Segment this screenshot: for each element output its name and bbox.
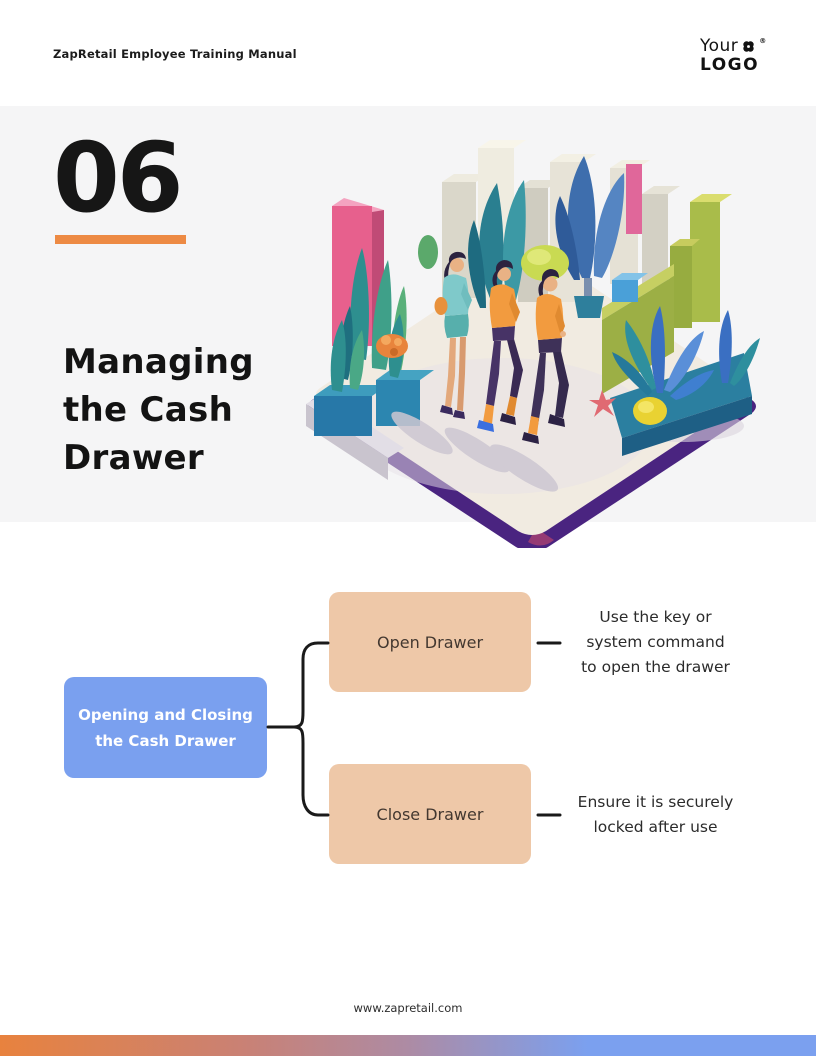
page-title-line: Drawer xyxy=(63,438,204,478)
bush-highlight xyxy=(527,249,551,265)
page-title-line: the Cash xyxy=(63,390,234,430)
close-drawer-description: Ensure it is securely locked after use xyxy=(553,790,758,840)
person-orange-middle xyxy=(477,260,523,432)
footer-gradient-bar xyxy=(0,1035,816,1056)
description-line: Use the key or xyxy=(599,608,712,626)
blue-pot xyxy=(612,273,648,302)
flow-root-label-line: the Cash Drawer xyxy=(95,731,236,750)
document-title: ZapRetail Employee Training Manual xyxy=(53,47,297,61)
left-planters xyxy=(306,314,434,480)
flow-root-label-line: Opening and Closing xyxy=(78,705,253,724)
person-teal xyxy=(434,251,472,419)
page-title-line: Managing xyxy=(63,342,254,382)
brand-logo: Your ® LOGO xyxy=(700,38,766,74)
open-drawer-description: Use the key or system command to open th… xyxy=(553,605,758,680)
page-title: Managing the Cash Drawer xyxy=(63,338,254,482)
person-orange-right xyxy=(522,269,569,444)
logo-text-logo: LOGO xyxy=(700,55,760,75)
description-line: system command xyxy=(586,633,725,651)
accent-underline xyxy=(55,235,186,244)
logo-text-your: Your xyxy=(700,36,739,56)
description-line: Ensure it is securely xyxy=(577,793,734,811)
description-line: locked after use xyxy=(593,818,718,836)
flow-node-label: Close Drawer xyxy=(376,804,484,824)
flow-node-open-drawer: Open Drawer xyxy=(329,592,531,692)
flow-node-close-drawer: Close Drawer xyxy=(329,764,531,864)
description-line: to open the drawer xyxy=(581,658,730,676)
website-url: www.zapretail.com xyxy=(353,1001,463,1015)
isometric-garden-people-illustration xyxy=(306,140,760,548)
flow-node-label: Open Drawer xyxy=(376,632,484,652)
registered-mark: ® xyxy=(759,37,767,45)
clover-icon xyxy=(743,41,754,52)
platform xyxy=(308,246,756,548)
flow-node-opening-closing: Opening and Closing the Cash Drawer xyxy=(64,677,267,778)
people-shadows xyxy=(391,411,559,492)
chapter-number: 06 xyxy=(53,122,184,234)
right-garden-bed xyxy=(589,306,760,456)
blue-tree xyxy=(555,156,625,318)
